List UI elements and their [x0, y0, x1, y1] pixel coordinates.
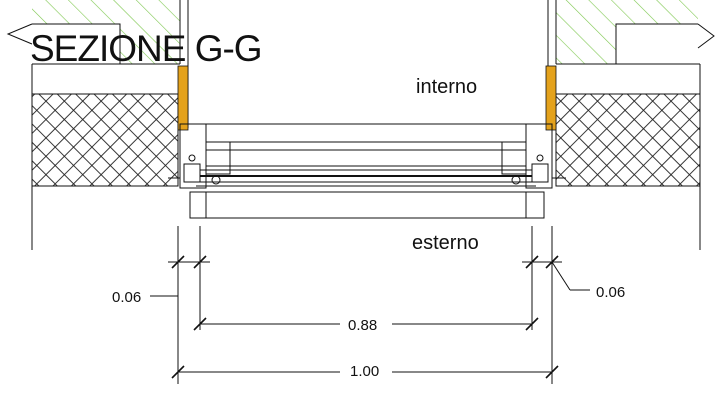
upper-wall-left — [32, 0, 189, 128]
dimension-lines — [150, 226, 590, 384]
outside-label: esterno — [412, 232, 479, 254]
dimension-overall-width: 1.00 — [350, 363, 380, 380]
window-frame — [168, 123, 566, 219]
section-title: SEZIONE G-G — [30, 28, 263, 69]
break-line-left — [6, 23, 33, 45]
dimension-frame-right: 0.06 — [596, 284, 626, 301]
insulation-left — [31, 93, 179, 187]
upper-wall-right — [547, 0, 698, 128]
trim-right — [545, 65, 557, 131]
break-line-right — [697, 23, 715, 49]
dimension-frame-left: 0.06 — [112, 289, 142, 306]
insulation-right — [555, 93, 701, 187]
inside-label: interno — [416, 76, 478, 98]
dimension-clear-opening: 0.88 — [348, 317, 378, 334]
trim-left — [177, 65, 189, 131]
